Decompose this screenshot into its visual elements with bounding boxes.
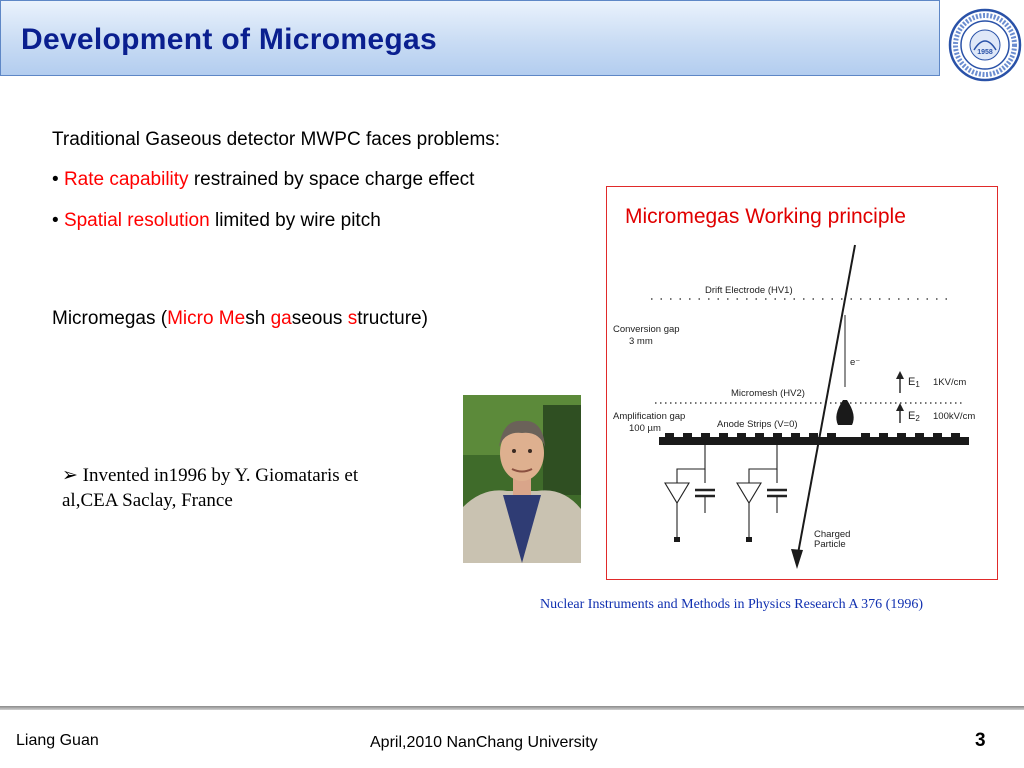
slide-title: Development of Micromegas [21, 23, 437, 56]
bullet-dot-icon: • [52, 210, 64, 231]
footer-venue: April,2010 NanChang University [370, 734, 598, 751]
diagram-title: Micromegas Working principle [625, 205, 906, 228]
page-number: 3 [975, 730, 986, 751]
intro-text: Traditional Gaseous detector MWPC faces … [52, 129, 501, 150]
highlight-spatial-resolution: Spatial resolution [63, 210, 210, 231]
conversion-gap-label: Conversion gap [613, 324, 680, 335]
electron-label: e⁻ [850, 357, 860, 368]
bullet-rate-capability: • Rate capability restrained by space ch… [52, 168, 474, 192]
footer-author: Liang Guan [16, 732, 99, 749]
field-e1-label: E1 [908, 376, 920, 389]
conversion-gap-size: 3 mm [629, 336, 653, 347]
working-principle-diagram: Micromegas Working principle Drift Elect… [606, 186, 998, 580]
amplification-gap-label: Amplification gap [613, 411, 685, 422]
acronym-part: tructure) [357, 308, 428, 329]
acronym-highlight: ga [270, 308, 292, 329]
charged-particle-label-1: Charged [814, 529, 850, 540]
acronym-part: sh [245, 308, 271, 329]
acronym-highlight: s [347, 308, 358, 329]
micromegas-acronym: Micromegas (Micro Mesh gaseous structure… [52, 307, 428, 331]
micromegas-schematic: Drift Electrode (HV1) Conversion gap 3 m… [613, 244, 975, 569]
field-e1-value: 1KV/cm [933, 377, 966, 388]
anode-strips-label: Anode Strips (V=0) [717, 419, 798, 430]
title-bar: Development of Micromegas [0, 0, 940, 76]
highlight-rate-capability: Rate capability [63, 169, 189, 190]
acronym-highlight: Micro Me [167, 308, 246, 329]
micromesh-label: Micromesh (HV2) [731, 388, 805, 399]
bullet-rate-text: restrained by space charge effect [188, 169, 475, 190]
arrow-right-bullet-icon: ➢ [62, 465, 83, 486]
citation: Nuclear Instruments and Methods in Physi… [540, 597, 923, 612]
charged-particle-label-2: Particle [814, 539, 846, 550]
invented-line-2: al,CEA Saclay, France [62, 490, 233, 511]
field-e2-value: 100kV/cm [933, 411, 975, 422]
footer-divider [0, 706, 1024, 710]
university-logo: 1958 [948, 8, 1022, 82]
logo-year: 1958 [977, 49, 993, 56]
bullet-dot-icon: • [52, 169, 64, 190]
field-e2-label: E2 [908, 410, 920, 423]
bullet-spatial-resolution: • Spatial resolution limited by wire pit… [52, 209, 381, 233]
invented-line-1: ➢ Invented in1996 by Y. Giomataris et [62, 464, 358, 488]
drift-electrode-label: Drift Electrode (HV1) [705, 285, 793, 296]
bullet-spatial-text: limited by wire pitch [209, 210, 381, 231]
amplification-gap-size: 100 µm [629, 423, 661, 434]
acronym-part: seous [291, 308, 348, 329]
portrait-photo [463, 395, 581, 563]
acronym-part: Micromegas ( [52, 308, 168, 329]
invented-text: Invented in1996 by Y. Giomataris et [82, 465, 359, 486]
